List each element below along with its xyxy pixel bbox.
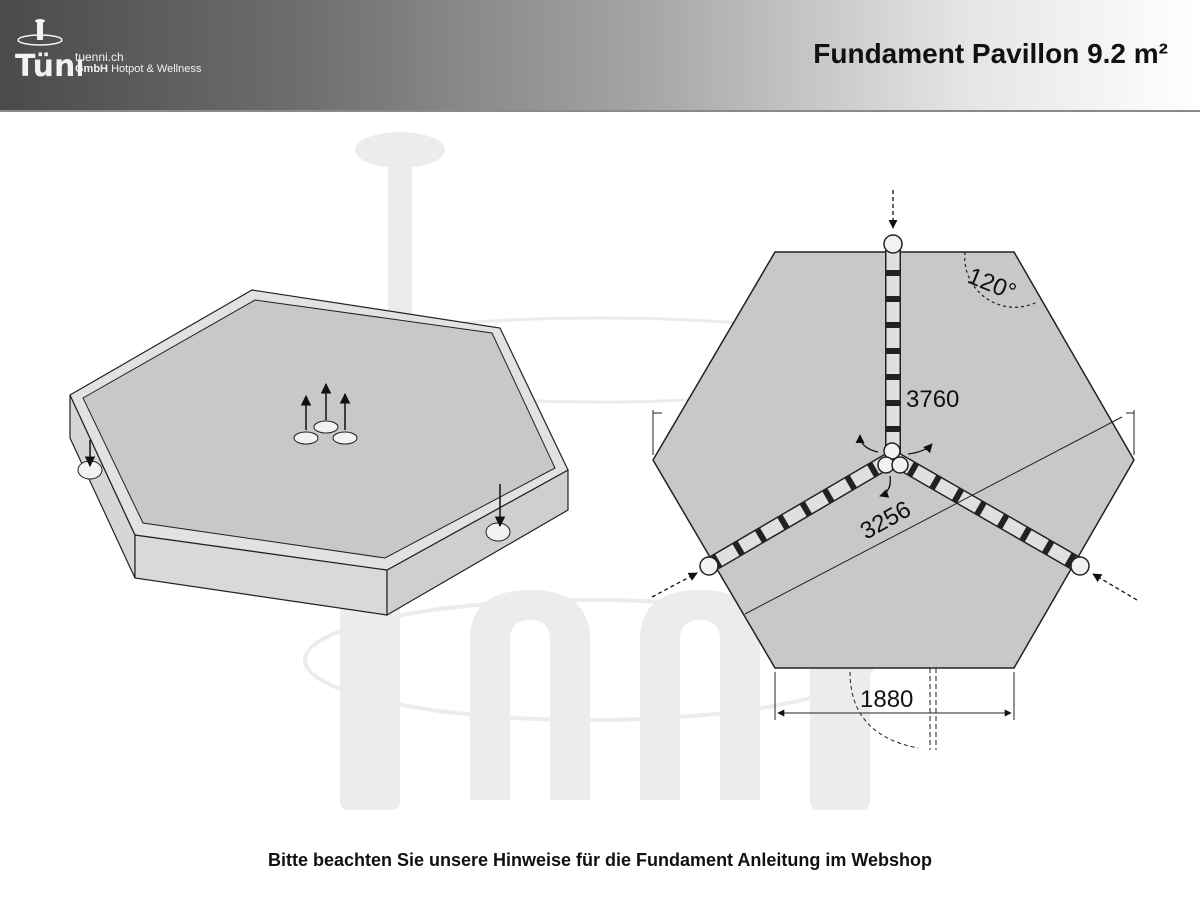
outflow-arrow [855, 434, 879, 453]
footer-note: Bitte beachten Sie unsere Hinweise für d… [267, 850, 933, 870]
outflow-arrow [907, 443, 933, 455]
pipe-channels [707, 250, 1081, 571]
pipe-end-left [699, 556, 719, 576]
pipe-end-right [1070, 556, 1090, 576]
logo-company: GmbH Hotpot & Wellness [75, 63, 201, 75]
dim-width-line [652, 410, 1135, 615]
center-pipe [891, 456, 909, 474]
side-pipe-inlets [77, 440, 511, 542]
logo-wordmark: Tünni [15, 49, 82, 84]
page-title: Fundament Pavillon 9.2 m² [813, 38, 1168, 69]
dim-side-line [774, 668, 1015, 750]
tuenni-logo[interactable]: Tünni tuenni.ch GmbH Hotpot & Wellness [12, 18, 202, 88]
isometric-foundation-view [69, 289, 569, 617]
logo-domain: tuenni.ch [75, 50, 124, 64]
pipe-end-top [883, 234, 903, 254]
outflow-arrow [879, 475, 891, 498]
dim-side-label: 1880 [860, 686, 913, 713]
plan-foundation-view: 120° 3760 3256 1880 [651, 190, 1138, 750]
tub-logo-icon: Tünni [15, 19, 82, 84]
inflow-arrow [1092, 573, 1138, 601]
center-pipe-outlets [293, 382, 358, 445]
dim-arm-length-label: 3760 [906, 386, 959, 413]
header-bar: Tünni tuenni.ch GmbH Hotpot & Wellness F… [0, 0, 1200, 112]
inflow-arrow [651, 572, 698, 598]
angle-arc [964, 251, 1038, 308]
logo-company-suffix: Hotpot & Wellness [111, 63, 202, 75]
logo-company-prefix: GmbH [75, 63, 108, 75]
